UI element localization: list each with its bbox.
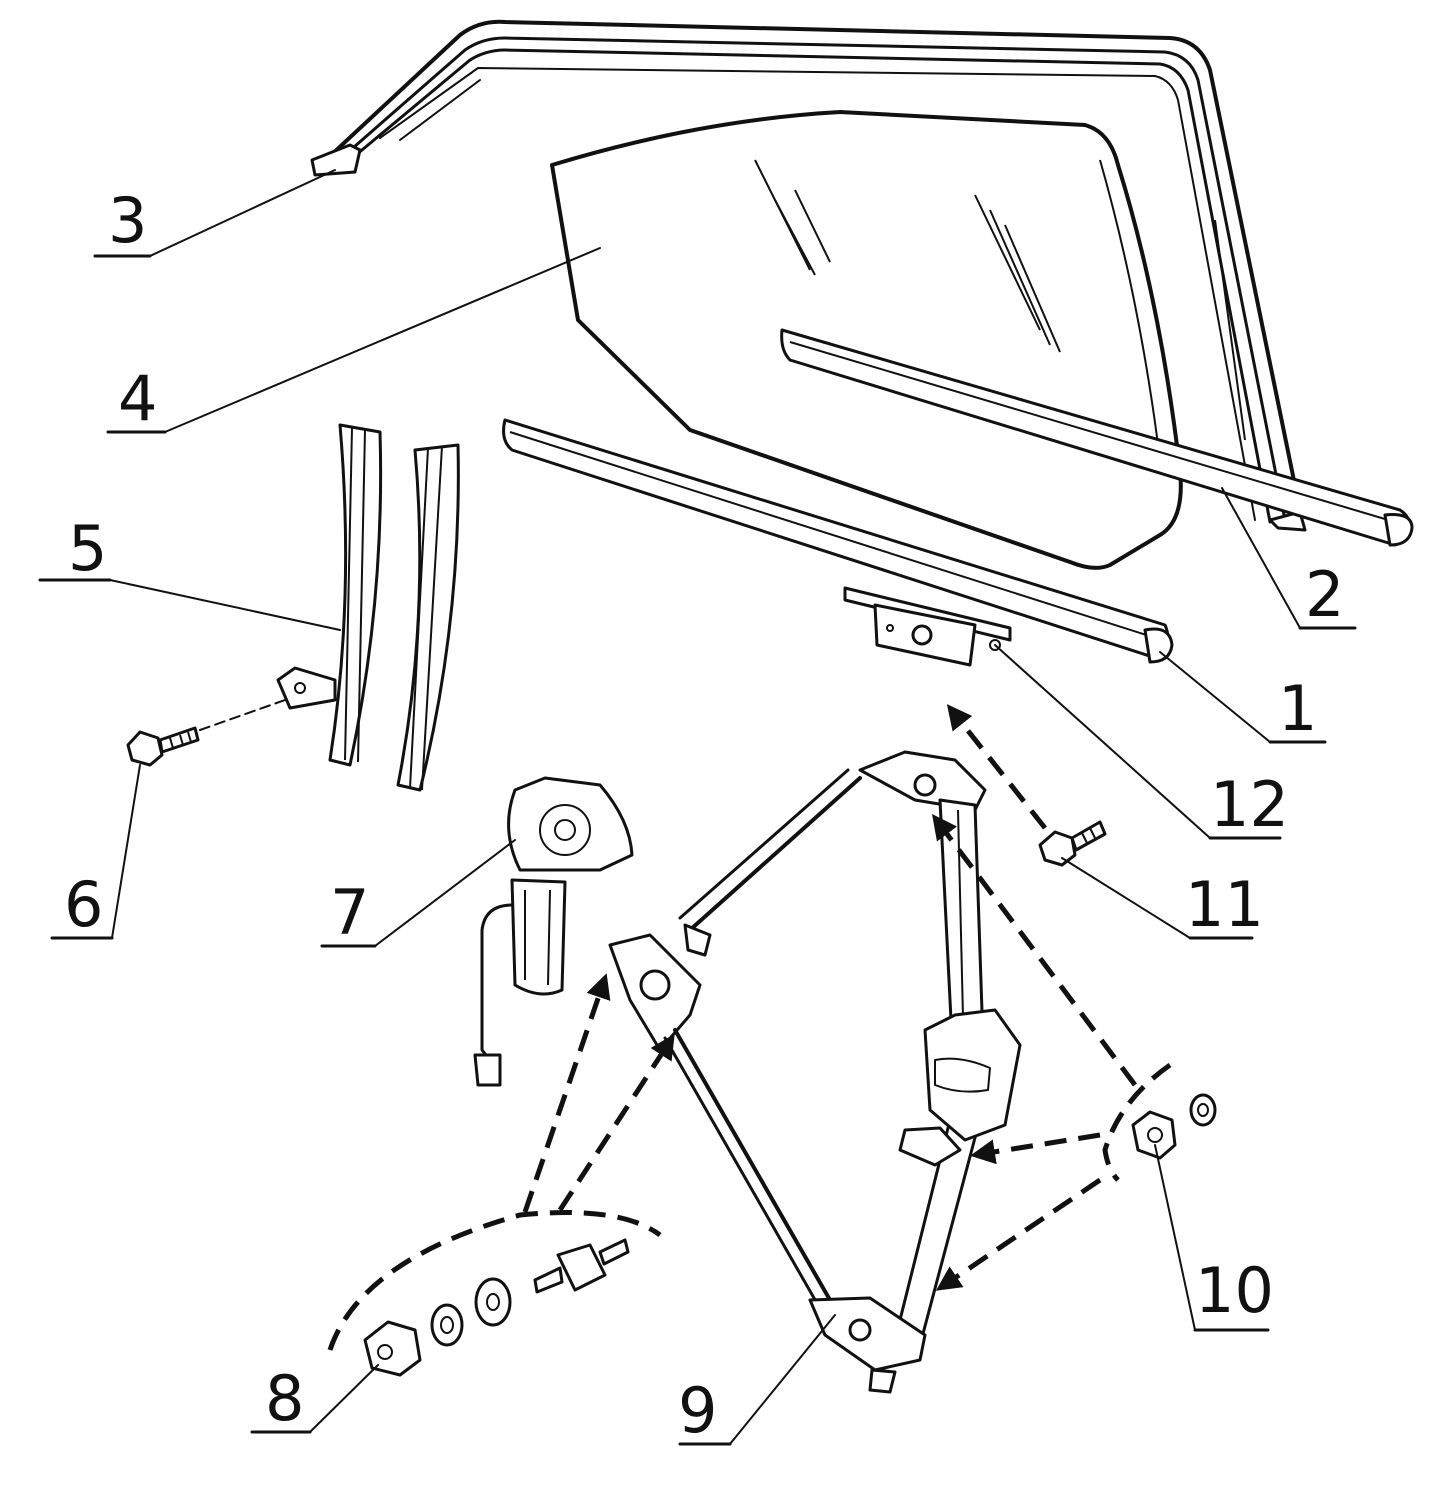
part-7-regulator-motor — [473, 776, 634, 1087]
part-8-nut-washer-set — [327, 1210, 662, 1377]
callout-2: 2 — [1305, 558, 1344, 631]
part-10-nut-set — [1102, 1062, 1217, 1182]
part-1-glass-channel — [502, 418, 1174, 664]
callout-3: 3 — [108, 184, 147, 257]
callout-11: 11 — [1185, 868, 1264, 941]
callout-labels: 3 4 5 6 7 8 9 10 11 12 1 2 — [64, 184, 1344, 1447]
callout-10: 10 — [1195, 1254, 1274, 1327]
part-4-door-glass — [550, 110, 1183, 570]
part-6-bolt — [126, 699, 286, 767]
callout-5: 5 — [68, 512, 107, 585]
callout-9: 9 — [678, 1374, 717, 1447]
callout-6: 6 — [64, 868, 103, 941]
part-9-regulator-assembly — [608, 750, 1022, 1394]
leader-lines — [38, 169, 1357, 1446]
part-12-lift-bracket — [843, 586, 1012, 667]
callout-4: 4 — [118, 362, 157, 435]
part-5-run-channel — [276, 423, 460, 792]
callout-1: 1 — [1278, 672, 1317, 745]
part-3-window-frame — [310, 19, 1307, 532]
callout-7: 7 — [330, 876, 369, 949]
assembly-arrows — [522, 704, 1138, 1291]
part-11-bolt — [1038, 820, 1107, 867]
callout-8: 8 — [265, 1362, 304, 1435]
callout-12: 12 — [1210, 768, 1289, 841]
part-2-belt-weatherstrip — [780, 328, 1414, 547]
